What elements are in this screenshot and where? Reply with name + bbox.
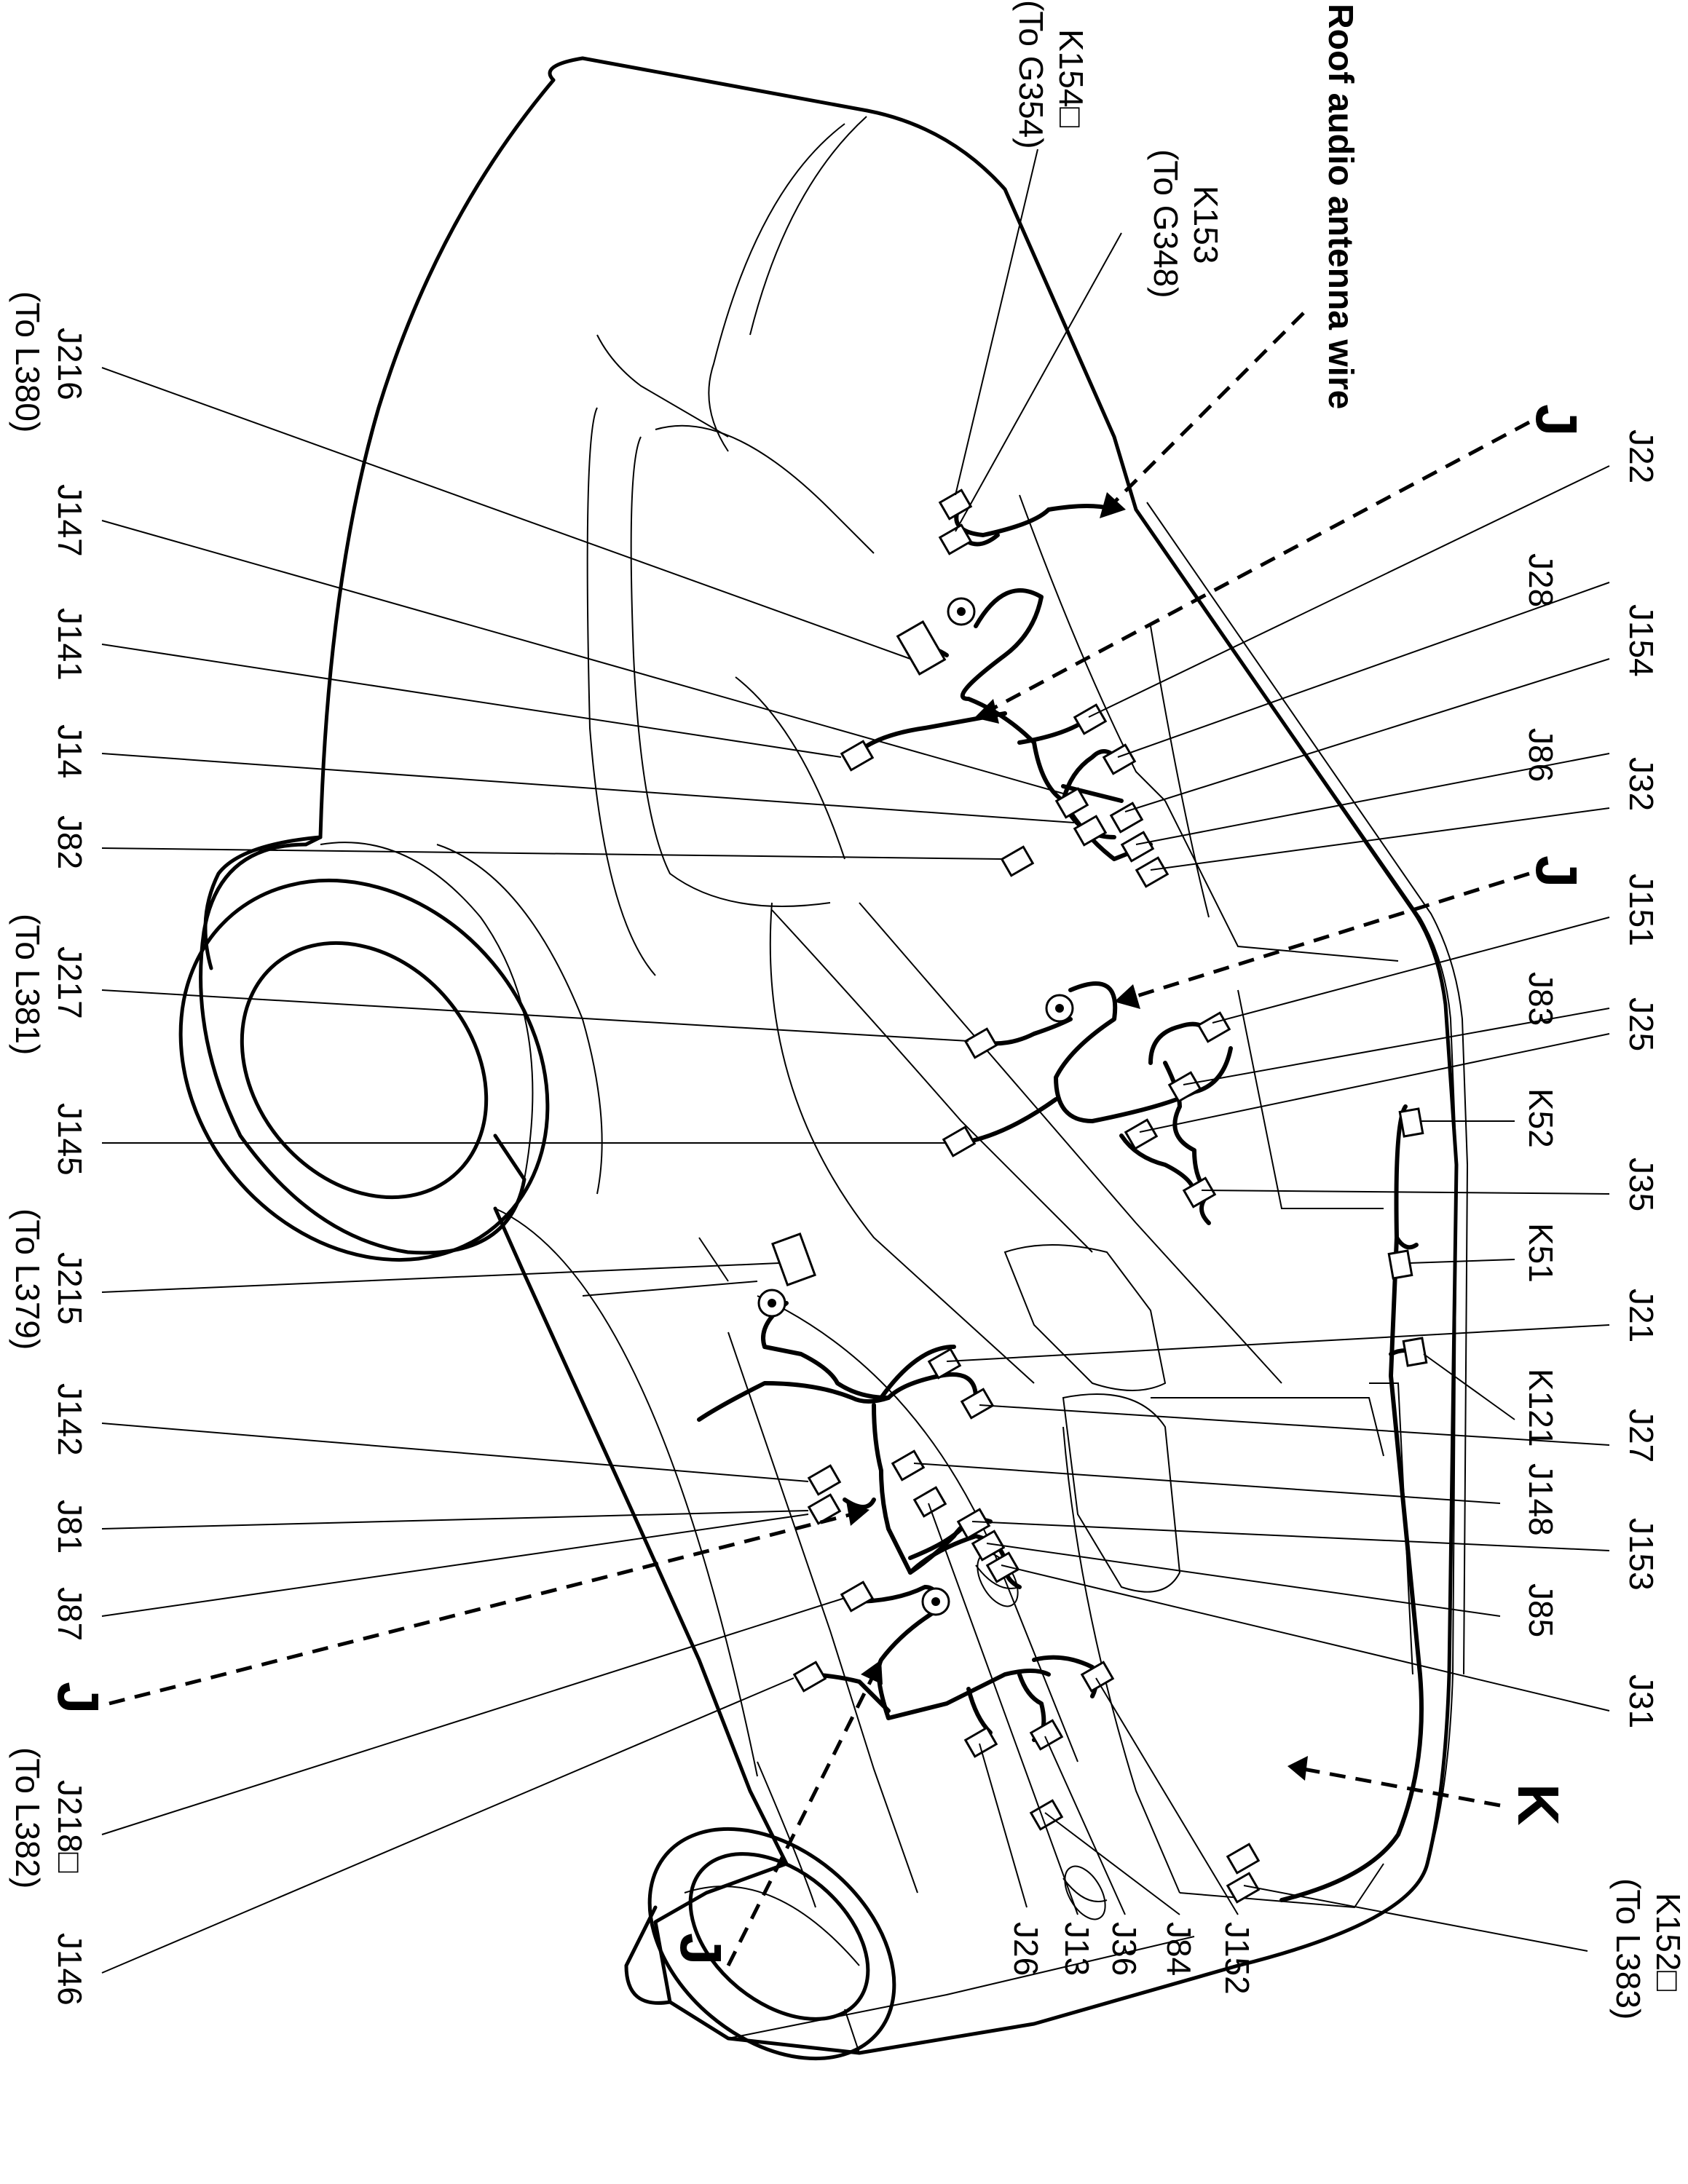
label-j153: J153 bbox=[1622, 1518, 1660, 1591]
label-j35: J35 bbox=[1622, 1158, 1660, 1211]
label-j215-to: (To L379) bbox=[9, 1208, 47, 1350]
label-k51: K51 bbox=[1522, 1223, 1560, 1283]
label-j84: J84 bbox=[1160, 1922, 1198, 1976]
label-j217: J217 bbox=[51, 946, 89, 1019]
label-j141: J141 bbox=[51, 608, 89, 681]
label-k52: K52 bbox=[1522, 1088, 1560, 1148]
section-arrows bbox=[109, 312, 1531, 1967]
label-j32: J32 bbox=[1622, 757, 1660, 811]
label-k154-to: (To G354) bbox=[1012, 0, 1050, 149]
label-j151: J151 bbox=[1622, 874, 1660, 946]
label-j86: J86 bbox=[1522, 728, 1560, 782]
label-k154: K154□ bbox=[1052, 29, 1090, 127]
label-k153: K153 bbox=[1187, 186, 1225, 264]
harness-wires bbox=[697, 504, 1424, 1902]
label-j14: J14 bbox=[51, 724, 89, 778]
label-j13: J13 bbox=[1058, 1922, 1096, 1976]
section-letter-j-bottom: J bbox=[669, 1933, 733, 1966]
vehicle-body bbox=[203, 56, 1469, 2055]
label-j152: J152 bbox=[1218, 1922, 1256, 1995]
section-letter-j-mid: J bbox=[1524, 855, 1589, 888]
label-j83: J83 bbox=[1522, 972, 1560, 1026]
label-j81: J81 bbox=[51, 1500, 89, 1554]
label-j31: J31 bbox=[1622, 1674, 1660, 1728]
label-j21: J21 bbox=[1622, 1289, 1660, 1342]
roof-antenna-note: Roof audio antenna wire bbox=[1321, 4, 1360, 409]
label-j218: J218□ bbox=[51, 1780, 89, 1873]
label-j82: J82 bbox=[51, 815, 89, 869]
label-j216-to: (To L380) bbox=[9, 291, 47, 432]
section-letter-k: K bbox=[1506, 1784, 1571, 1826]
label-j148: J148 bbox=[1522, 1463, 1560, 1536]
label-k152-to: (To L383) bbox=[1609, 1878, 1647, 2019]
text-labels: Roof audio antenna wire K154□ (To G354) … bbox=[9, 0, 1687, 2019]
label-j85: J85 bbox=[1522, 1583, 1560, 1637]
label-j36: J36 bbox=[1105, 1922, 1143, 1976]
label-j146: J146 bbox=[51, 1933, 89, 2006]
label-j145: J145 bbox=[51, 1103, 89, 1176]
rear-wheel bbox=[647, 1827, 896, 2061]
label-j22: J22 bbox=[1622, 430, 1660, 483]
label-j26: J26 bbox=[1007, 1922, 1045, 1976]
label-j25: J25 bbox=[1622, 997, 1660, 1051]
section-letter-j-left: J bbox=[46, 1682, 111, 1714]
front-wheel bbox=[178, 842, 603, 1262]
label-k153-to: (To G348) bbox=[1147, 149, 1185, 298]
connectors bbox=[757, 488, 1428, 1904]
label-j27: J27 bbox=[1622, 1409, 1660, 1463]
section-letter-j-top: J bbox=[1524, 404, 1589, 437]
label-j87: J87 bbox=[51, 1587, 89, 1641]
label-j215: J215 bbox=[51, 1252, 89, 1325]
label-j216: J216 bbox=[51, 328, 89, 400]
label-j28: J28 bbox=[1522, 553, 1560, 607]
label-j154: J154 bbox=[1622, 604, 1660, 677]
label-j217-to: (To L381) bbox=[9, 914, 47, 1055]
label-j142: J142 bbox=[51, 1383, 89, 1456]
label-k121: K121 bbox=[1522, 1369, 1560, 1447]
leader-lines bbox=[101, 149, 1610, 1974]
label-k152: K152□ bbox=[1649, 1893, 1687, 1991]
label-j147: J147 bbox=[51, 484, 89, 557]
label-j218-to: (To L382) bbox=[9, 1747, 47, 1888]
